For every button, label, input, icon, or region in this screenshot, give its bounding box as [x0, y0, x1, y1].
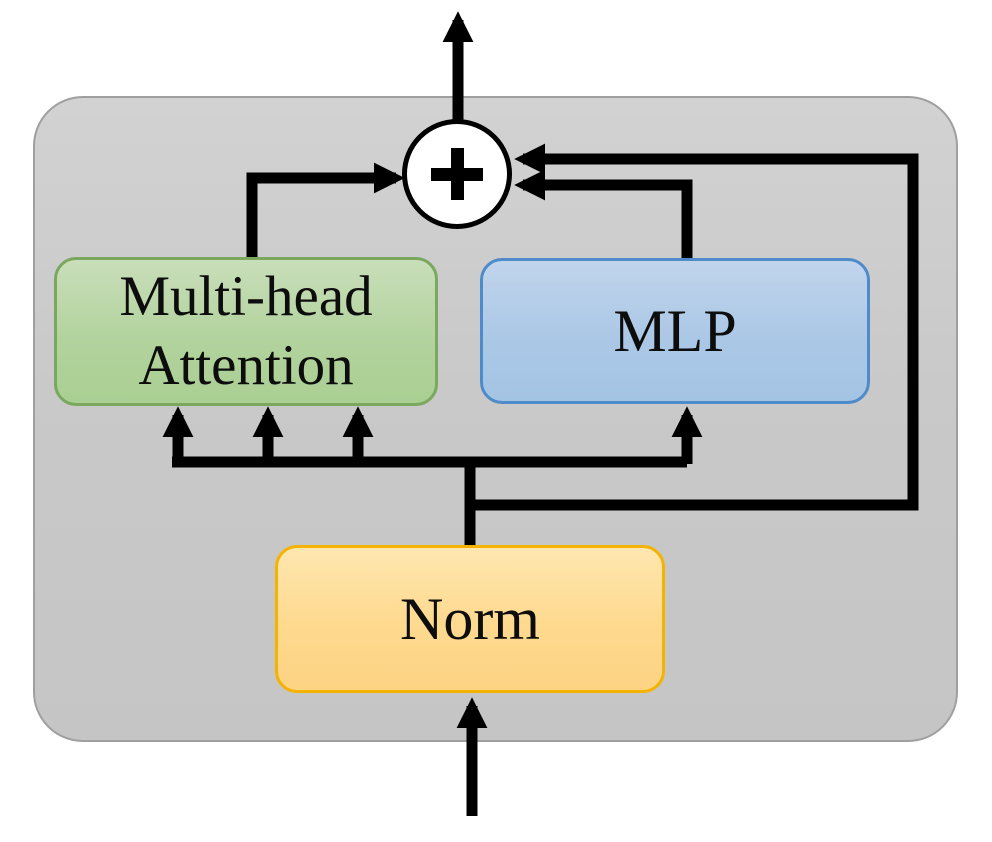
node-mlp: MLP: [480, 258, 870, 404]
edge-residual-to-adder: [470, 143, 919, 511]
node-norm: Norm: [275, 545, 665, 693]
edge-mlp-to-adder: [514, 169, 693, 260]
plus-icon: [431, 148, 483, 200]
adder-node: [402, 119, 512, 229]
multi-head-attention-label-line2: Attention: [138, 333, 354, 397]
norm-label: Norm: [400, 586, 540, 652]
mlp-label: MLP: [613, 298, 737, 364]
edge-attention-to-adder: [246, 162, 405, 260]
node-multi-head-attention: Multi-head Attention: [54, 257, 438, 406]
multi-head-attention-label-line1: Multi-head: [119, 265, 373, 329]
multi-head-attention-label: Multi-head Attention: [119, 263, 372, 400]
